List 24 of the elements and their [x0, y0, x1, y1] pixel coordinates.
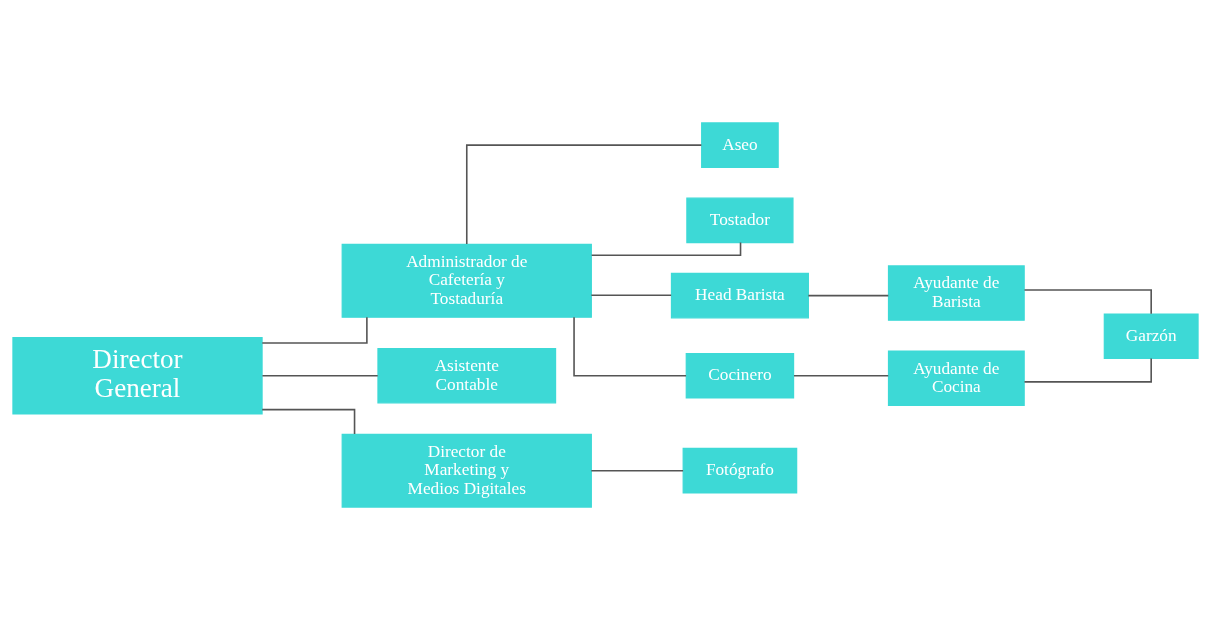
node-box: Cocinero	[685, 352, 795, 399]
connector	[590, 241, 742, 256]
node-box: Aseo	[701, 122, 779, 168]
node-box: Garzón	[1103, 313, 1199, 360]
node-box: Administrador de Cafetería y Tostaduría	[341, 243, 592, 318]
connector	[807, 294, 890, 297]
connector	[573, 316, 687, 377]
connector	[590, 294, 672, 297]
connector	[1023, 289, 1152, 315]
node-box: Head Barista	[670, 272, 809, 319]
connector	[261, 374, 379, 377]
node-box: Fotógrafo	[682, 447, 798, 494]
connector	[793, 374, 890, 377]
node-box: Ayudante de Cocina	[887, 350, 1025, 406]
node-box: Director de Marketing y Medios Digitales	[341, 433, 592, 508]
node-box: Tostador	[686, 197, 794, 244]
connector	[1023, 357, 1152, 383]
node-box: Director General	[12, 336, 263, 415]
connector	[261, 408, 356, 435]
connector	[261, 316, 368, 344]
node-box: Ayudante de Barista	[887, 265, 1025, 321]
connector	[590, 469, 684, 472]
connector	[465, 144, 703, 245]
node-box: Asistente Contable	[377, 348, 557, 404]
